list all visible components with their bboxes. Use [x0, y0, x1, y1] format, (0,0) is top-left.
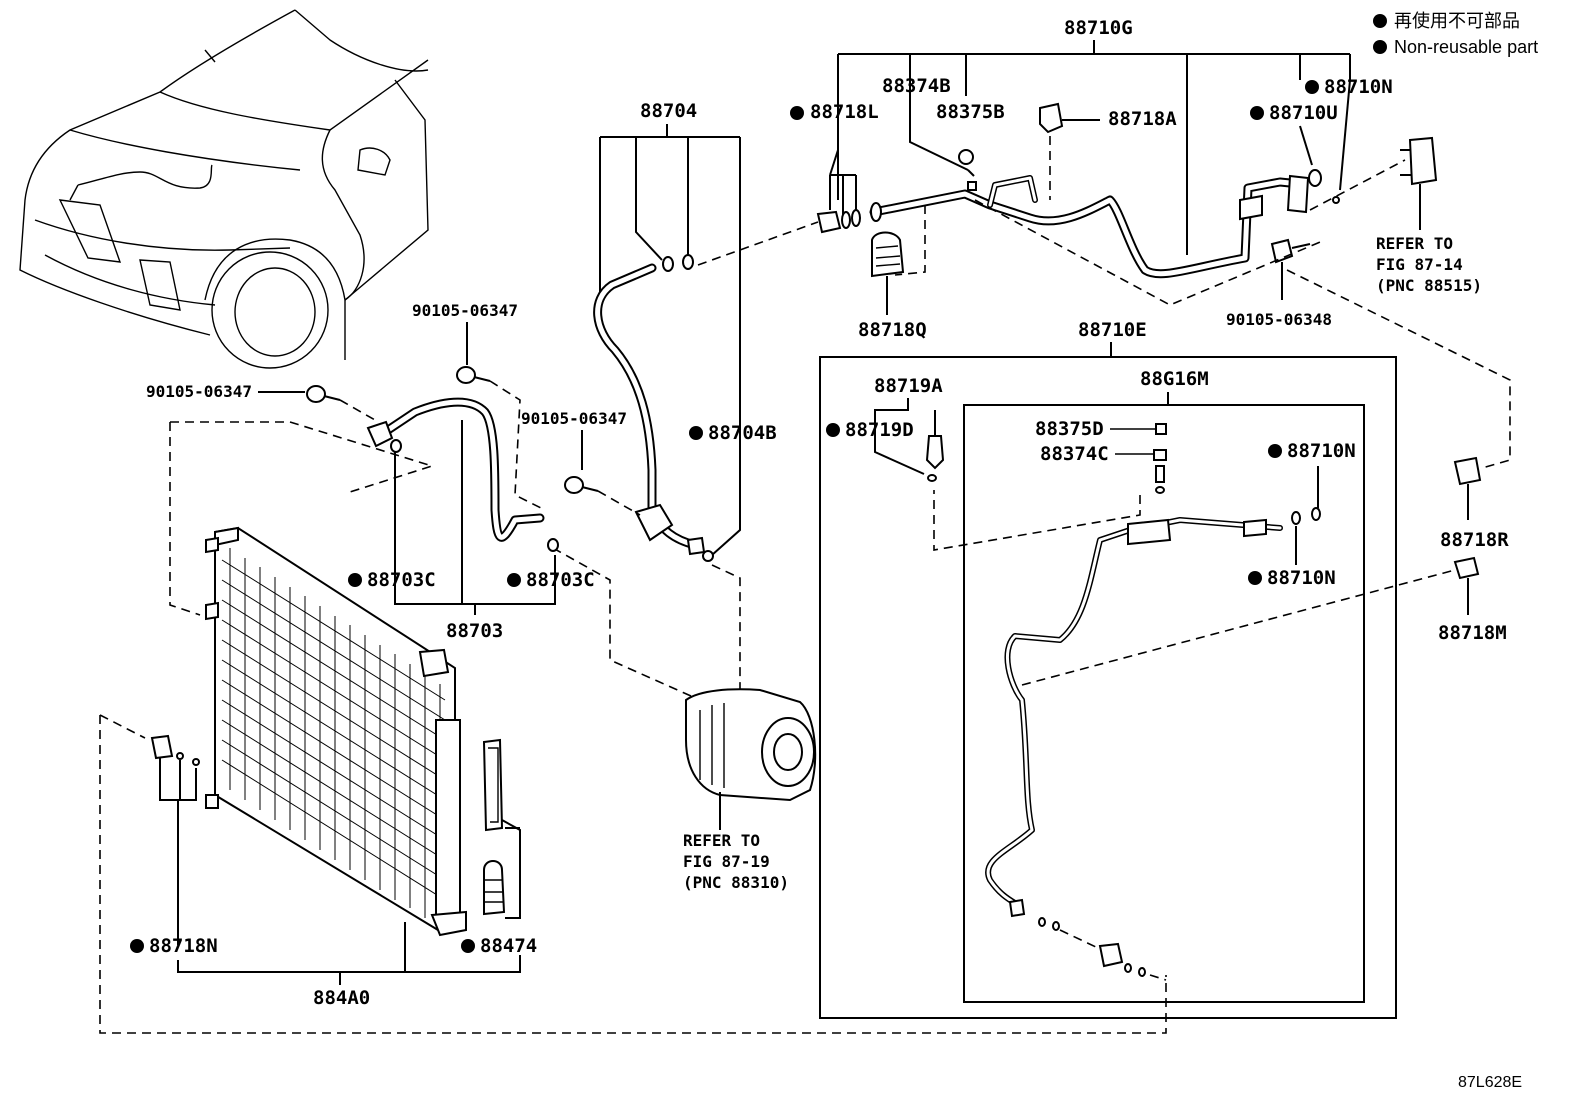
group-88710g: 88710G 88374B 88375B 88718L 88718A 88710…: [697, 17, 1511, 469]
label-88704[interactable]: 88704: [640, 100, 697, 122]
condenser-884a0: 88474 88718N 884A0: [99, 526, 1167, 1034]
label-884a0[interactable]: 884A0: [313, 987, 370, 1009]
non-reusable-icon: [507, 573, 521, 587]
legend: 再使用不可部品 Non-reusable part: [1373, 11, 1538, 57]
legend-bullet-icon: [1373, 14, 1387, 28]
non-reusable-icon: [1268, 444, 1282, 458]
ref-fig-87-19-line2: FIG 87-19: [683, 852, 770, 871]
label-88474[interactable]: 88474: [480, 935, 537, 957]
label-88710e[interactable]: 88710E: [1078, 319, 1147, 341]
legend-en: Non-reusable part: [1394, 37, 1538, 57]
label-88718m[interactable]: 88718M: [1438, 622, 1507, 644]
label-88g16m[interactable]: 88G16M: [1140, 368, 1209, 390]
group-88704: 88704 88704B: [593, 100, 777, 562]
ref-fig-87-14-line1: REFER TO: [1376, 234, 1453, 253]
label-88374b[interactable]: 88374B: [882, 75, 951, 97]
label-88710n-low[interactable]: 88710N: [1267, 567, 1336, 589]
non-reusable-icon: [461, 939, 475, 953]
ref-fig-87-14-line2: FIG 87-14: [1376, 255, 1463, 274]
non-reusable-icon: [1248, 571, 1262, 585]
label-90105-06348[interactable]: 90105-06348: [1226, 310, 1332, 329]
label-88703c-right[interactable]: 88703C: [526, 569, 595, 591]
label-88718r[interactable]: 88718R: [1440, 529, 1509, 551]
label-88718q[interactable]: 88718Q: [858, 319, 927, 341]
label-88719a[interactable]: 88719A: [874, 375, 943, 397]
right-clamps: 88718R 88718M: [1438, 456, 1509, 644]
label-90105-06347-a[interactable]: 90105-06347: [412, 301, 518, 320]
label-88375d[interactable]: 88375D: [1035, 418, 1104, 440]
vehicle-sketch: [19, 9, 429, 369]
box-88710e: [819, 356, 1397, 1019]
label-90105-06347-b[interactable]: 90105-06347: [146, 382, 252, 401]
non-reusable-icon: [130, 939, 144, 953]
label-88710n-top[interactable]: 88710N: [1324, 76, 1393, 98]
label-88710u[interactable]: 88710U: [1269, 102, 1338, 124]
label-88710n-mid[interactable]: 88710N: [1287, 440, 1356, 462]
non-reusable-icon: [348, 573, 362, 587]
label-90105-06347-c[interactable]: 90105-06347: [521, 409, 627, 428]
label-88718n[interactable]: 88718N: [149, 935, 218, 957]
label-88374c[interactable]: 88374C: [1040, 443, 1109, 465]
label-88718a[interactable]: 88718A: [1108, 108, 1177, 130]
condenser-fins: [221, 548, 446, 925]
non-reusable-icon: [826, 423, 840, 437]
label-88704b[interactable]: 88704B: [708, 422, 777, 444]
group-88710e: 88710E 88719A 88719D 88G16M 88375D 88374…: [819, 319, 1456, 1019]
ref-fig-87-14-line3: (PNC 88515): [1376, 276, 1482, 295]
non-reusable-icon: [1250, 106, 1264, 120]
label-88375b[interactable]: 88375B: [936, 101, 1005, 123]
non-reusable-icon: [689, 426, 703, 440]
figure-code: 87L628E: [1458, 1074, 1522, 1091]
label-88703c-left[interactable]: 88703C: [367, 569, 436, 591]
legend-jp: 再使用不可部品: [1394, 11, 1520, 31]
non-reusable-icon: [790, 106, 804, 120]
label-88718l[interactable]: 88718L: [810, 101, 879, 123]
ref-fig-87-19-line3: (PNC 88310): [683, 873, 789, 892]
label-88719d[interactable]: 88719D: [845, 419, 914, 441]
box-88g16m: [963, 404, 1365, 1003]
label-88710g[interactable]: 88710G: [1064, 17, 1133, 39]
ref-fig-87-19-line1: REFER TO: [683, 831, 760, 850]
non-reusable-icon: [1305, 80, 1319, 94]
compressor: REFER TO FIG 87-19 (PNC 88310): [552, 547, 817, 892]
legend-bullet-icon: [1373, 40, 1387, 54]
group-88703: 90105-06347 90105-06347 90105-06347 8870…: [146, 301, 641, 642]
label-88703[interactable]: 88703: [446, 620, 503, 642]
